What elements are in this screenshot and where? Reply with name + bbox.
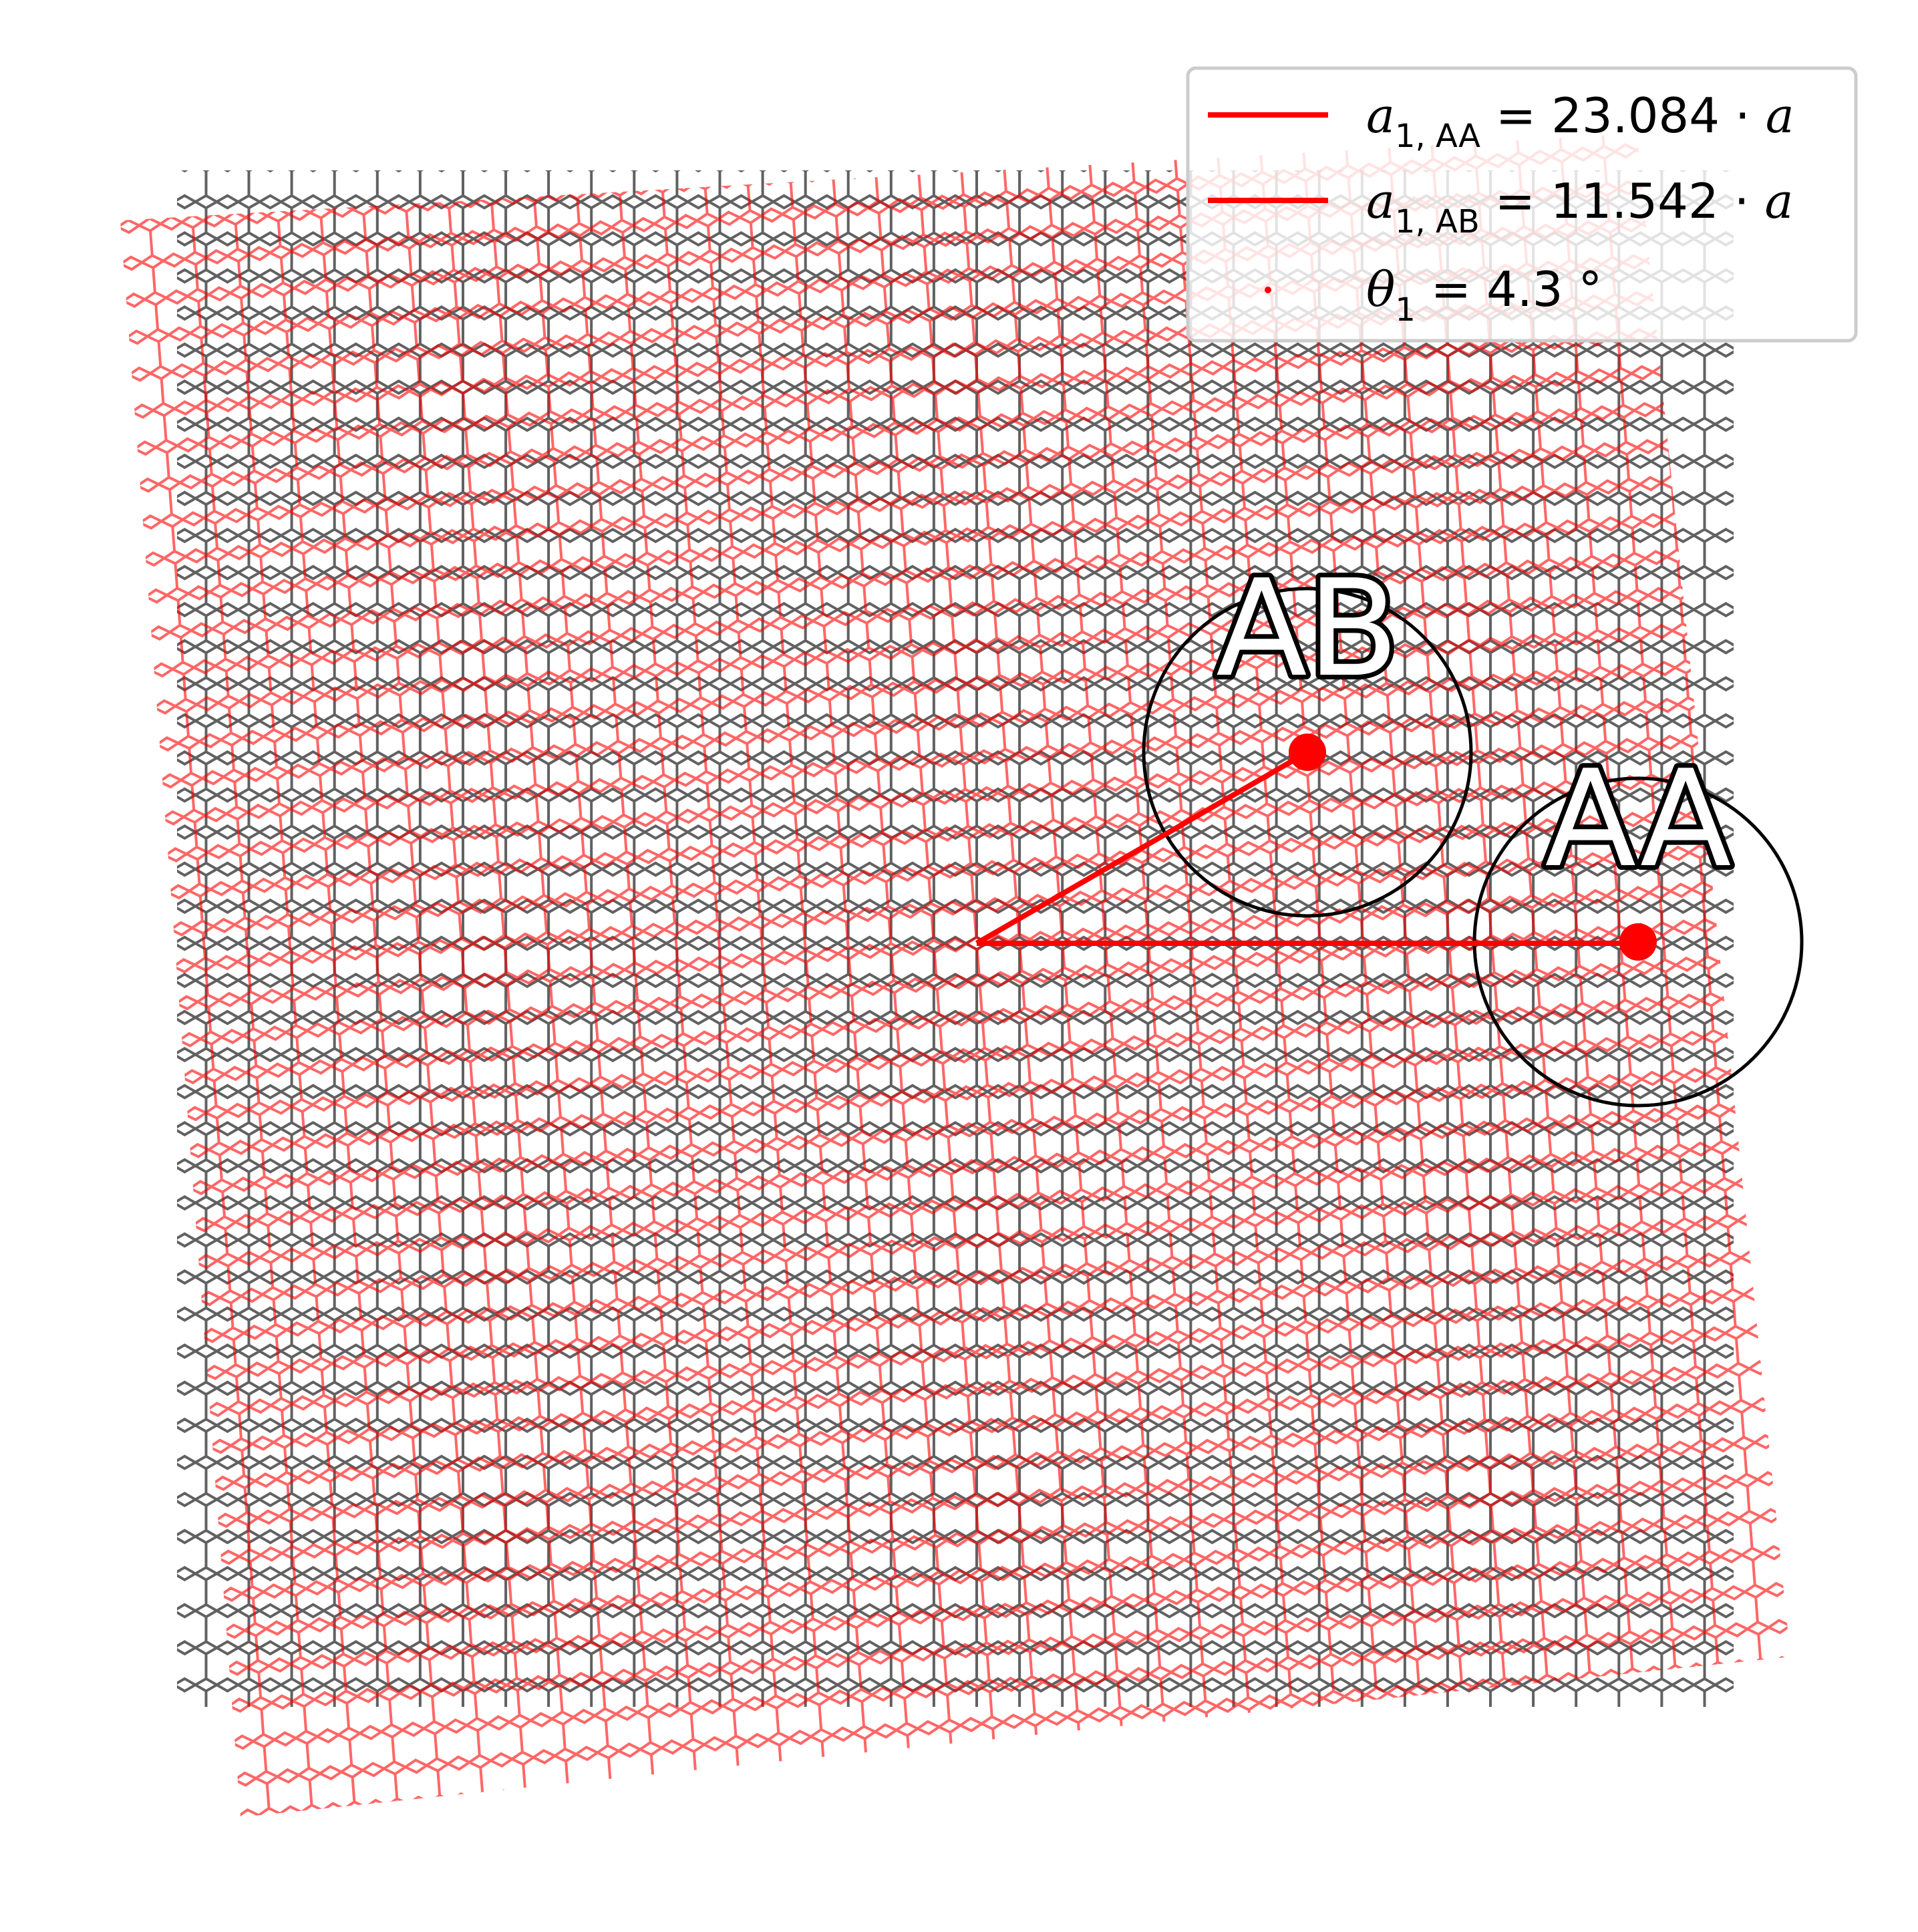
legend-label-theta: θ1 = 4.3 ° [1366,261,1602,329]
moire-annotations: AB AA [975,546,1804,1108]
ab-center-dot [1289,734,1326,771]
legend-label-a1-ab: a1, AB = 11.542 · a [1366,173,1793,240]
ab-region-label: AB [1216,551,1399,707]
a1-ab-vector [975,750,1309,946]
legend-marker-theta [1265,287,1271,293]
aa-center-dot [1619,923,1657,961]
legend-box [1186,66,1858,343]
aa-region-label: AA [1545,742,1731,897]
legend: a1, AA = 23.084 · a a1, AB = 11.542 · a … [1186,66,1858,343]
ab-region-circle [1142,587,1473,918]
legend-label-a1-aa: a1, AA = 23.084 · a [1366,88,1794,155]
